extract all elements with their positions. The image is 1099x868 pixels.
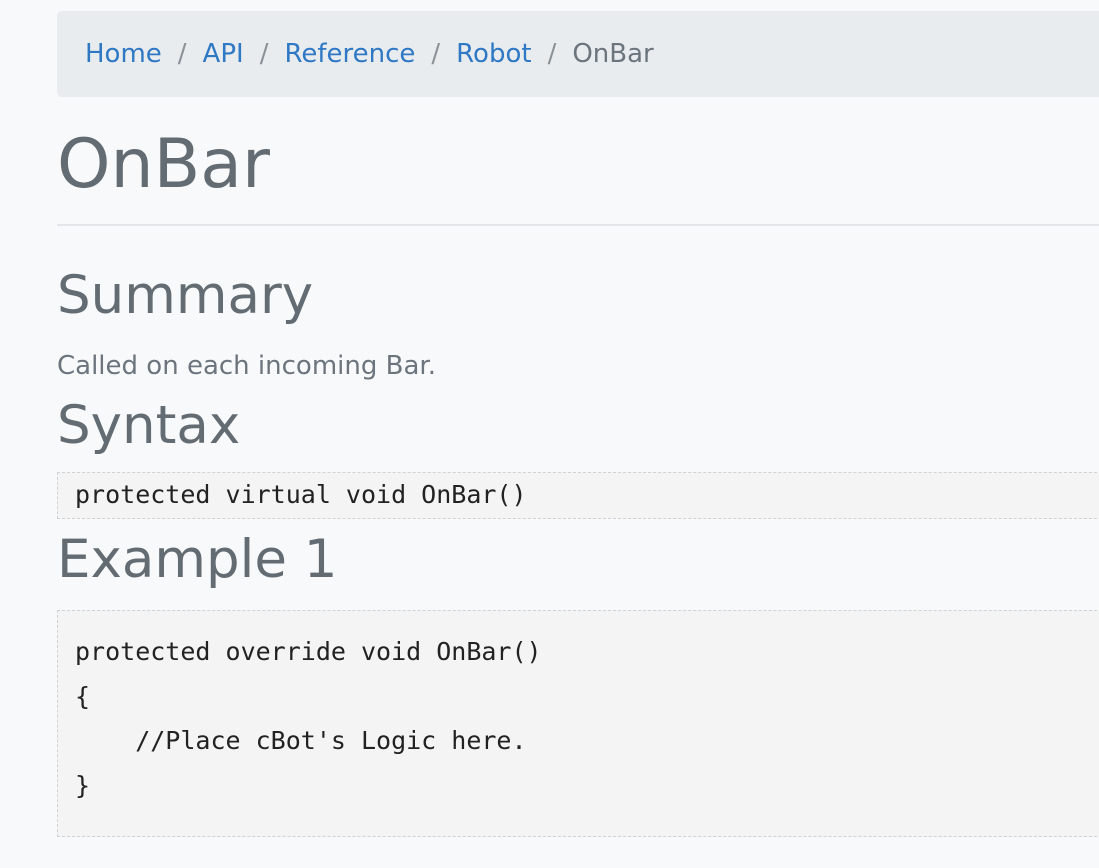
breadcrumb-separator: / (177, 39, 187, 69)
summary-heading: Summary (57, 265, 314, 326)
syntax-code-block: protected virtual void OnBar() (57, 472, 1099, 519)
summary-text: Called on each incoming Bar. (57, 351, 436, 381)
example-heading: Example 1 (57, 529, 338, 590)
syntax-heading: Syntax (57, 395, 241, 456)
code-line: { (75, 681, 91, 711)
code-line: //Place cBot's Logic here. (75, 726, 527, 755)
code-line: protected override void OnBar() (75, 637, 542, 666)
breadcrumb-current: OnBar (572, 39, 654, 69)
breadcrumb-home-link[interactable]: Home (85, 39, 162, 69)
title-divider (57, 224, 1099, 226)
page-title: OnBar (57, 125, 270, 204)
breadcrumb-api-link[interactable]: API (202, 39, 244, 69)
breadcrumb-separator: / (547, 39, 557, 69)
breadcrumb: Home / API / Reference / Robot / OnBar (57, 11, 1099, 97)
example-code-block: protected override void OnBar() { //Place… (57, 610, 1099, 837)
breadcrumb-separator: / (259, 39, 269, 69)
breadcrumb-reference-link[interactable]: Reference (284, 39, 416, 69)
code-line: } (75, 770, 91, 800)
breadcrumb-robot-link[interactable]: Robot (456, 39, 532, 69)
main-content: Home / API / Reference / Robot / OnBar O… (57, 11, 1099, 837)
breadcrumb-separator: / (431, 39, 441, 69)
